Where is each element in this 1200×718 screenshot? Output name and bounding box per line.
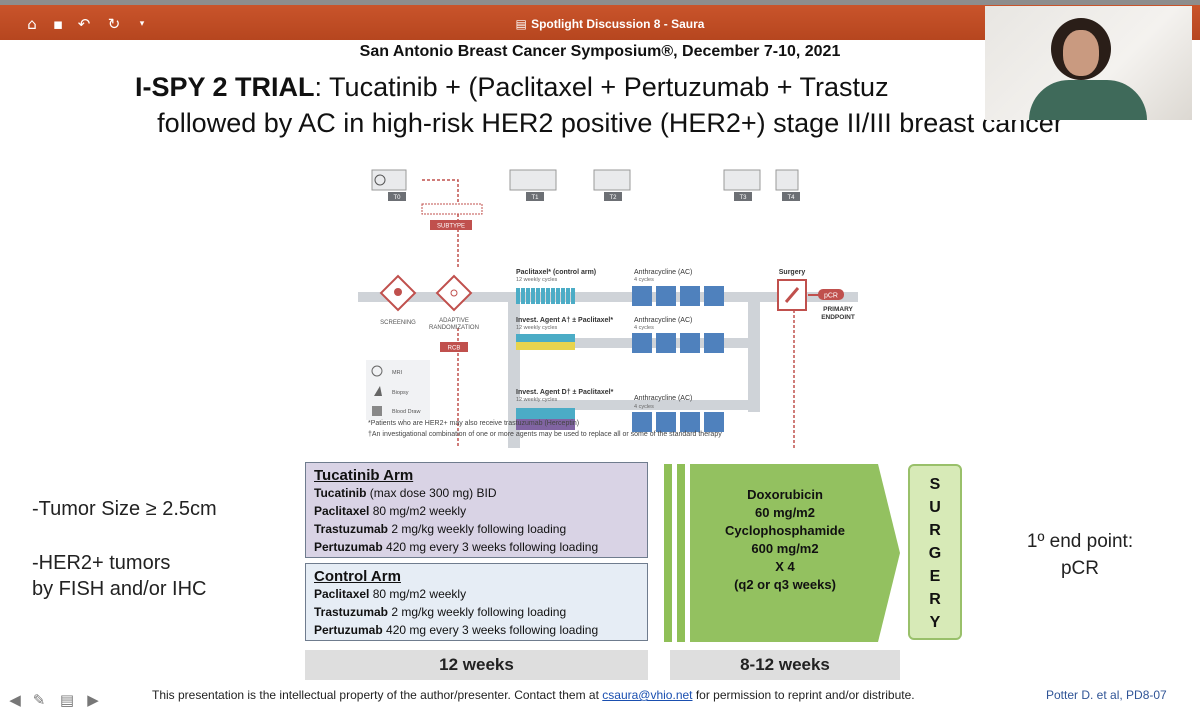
randomization-diamond [435,274,473,312]
speaker-face [1063,30,1099,76]
mri-icon [723,169,761,191]
tucatinib-arm-box: Tucatinib Arm Tucatinib (max dose 300 mg… [305,462,648,558]
ac-regimen: Doxorubicin 60 mg/m2 Cyclophosphamide 60… [725,487,845,592]
feedback-loop [422,179,459,268]
duration-8-12-weeks: 8-12 weeks [670,650,900,680]
rcb-badge [440,342,468,352]
document-title: ▤ Spotlight Discussion 8 - Saura [515,17,705,31]
schema-footnote-2: †An investigational combination of one o… [368,431,722,438]
surgery-label: Surgery [779,269,806,276]
arm1-sub: 12 weekly cycles [516,277,558,283]
criteria-her2-line1: -HER2+ tumors [32,552,171,574]
customize-icon[interactable]: ▾ [139,19,145,29]
duration-12-weeks: 12 weeks [305,650,648,680]
pcr-badge [818,289,844,300]
screening-diamond [379,274,417,312]
pen-icon[interactable]: ✎ [32,691,46,709]
slide: San Antonio Breast Cancer Symposium®, De… [0,40,1200,718]
arm2-sub: 12 weekly cycles [516,325,558,331]
undo-icon[interactable]: ↶ [77,15,91,33]
webcam-video [985,6,1192,120]
primary-label: PRIMARY [823,306,853,313]
week-bar [677,464,685,642]
arm3-sub: 12 weekly cycles [516,397,558,403]
surgery-box: S U R G E R Y [908,464,962,640]
back-arrow-icon[interactable]: ◀ [9,691,21,709]
adaptive-label: ADAPTIVE [439,318,469,324]
timepoint-t1: T1 [531,195,539,201]
mri-icon [371,169,407,191]
main-track [358,292,858,302]
mri-icon [593,169,631,191]
arm1-cycles [516,288,575,304]
trial-schema-diagram: T0 T1 T2 T3 T4 SUBTYPE SCREENING ADAPTIV… [358,169,858,448]
ac-title-arm1: Anthracycline (AC) [634,269,692,276]
timepoint-t4: T4 [787,195,795,201]
endpoint-label: ENDPOINT [821,314,855,321]
biopsy-icon [374,386,382,396]
document-icon: ▤ [515,17,532,31]
copyright-footer: This presentation is the intellectual pr… [152,688,915,702]
ac-sub-arm1: 4 cycles [634,277,654,283]
biopsy-icon [775,169,799,191]
arm3-title: Invest. Agent D† ± Paclitaxel* [516,389,614,396]
slide-subtitle: followed by AC in high-risk HER2 positiv… [157,108,1063,138]
arm2-cycles [516,334,575,350]
redo-icon[interactable]: ↻ [107,15,121,33]
mri-icon [371,365,383,377]
svg-text:SUBTYPE: SUBTYPE [437,224,465,230]
feedback-loop [457,298,795,448]
randomization-label: RANDOMIZATION [429,325,479,331]
home-icon[interactable]: ⌂ [27,15,37,33]
control-arm-title: Control Arm [314,568,401,585]
week-bar [664,464,672,642]
symposium-header: San Antonio Breast Cancer Symposium®, De… [359,43,841,60]
timepoint-t3: T3 [739,195,747,201]
schema-footnote-1: *Patients who are HER2+ may also receive… [368,420,580,427]
ac-sub-arm2: 4 cycles [634,325,654,331]
ac-sub-arm3: 4 cycles [634,404,654,410]
screening-label: SCREENING [380,320,416,326]
ac-title-arm3: Anthracycline (AC) [634,395,692,402]
arm3-cycles [516,408,575,430]
contact-email-link[interactable]: csaura@vhio.net [602,688,693,702]
forward-arrow-icon[interactable]: ▶ [87,691,99,709]
arm2-title: Invest. Agent A† ± Paclitaxel* [516,317,613,324]
criteria-tumor-size: -Tumor Size ≥ 2.5cm [32,498,217,520]
ac-title-arm2: Anthracycline (AC) [634,317,692,324]
citation: Potter D. et al, PD8-07 [1046,688,1167,702]
timepoint-t0: T0 [393,195,401,201]
endpoint-text: 1º end point: pCR [1026,531,1134,579]
svg-text:MRI: MRI [392,370,403,376]
tucatinib-arm-title: Tucatinib Arm [314,467,414,484]
ac-blocks [632,286,724,432]
notes-icon[interactable]: ▤ [59,691,75,709]
mri-icon [509,169,557,191]
svg-text:RCB: RCB [448,346,461,352]
subtype-badge [430,220,472,230]
arm1-title: Paclitaxel* (control arm) [516,269,596,276]
ac-arrow [690,464,900,642]
control-arm-box: Control Arm Paclitaxel 80 mg/m2 weekly T… [305,563,648,641]
svg-text:pCR: pCR [824,293,838,300]
speaker-body [1029,80,1147,120]
svg-text:Blood Draw: Blood Draw [392,409,420,415]
save-icon[interactable]: ▪ [52,15,64,33]
blood-draw-icon [372,406,382,416]
svg-text:Biopsy: Biopsy [392,390,409,396]
timepoint-t2: T2 [609,195,617,201]
criteria-her2-line2: by FISH and/or IHC [32,578,207,600]
slide-title: I-SPY 2 TRIAL: Tucatinib + (Paclitaxel +… [135,72,889,102]
